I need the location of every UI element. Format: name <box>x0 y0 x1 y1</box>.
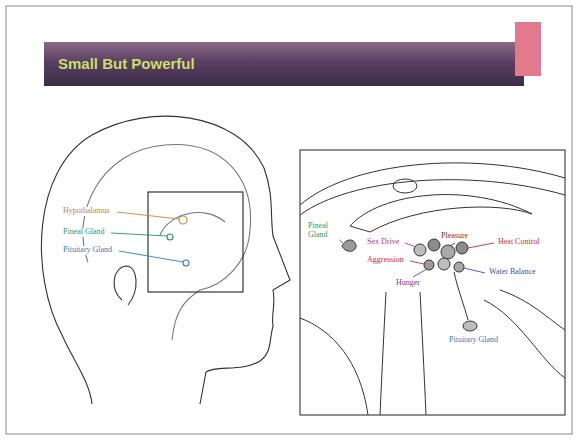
slide-title: Small But Powerful <box>58 55 195 72</box>
corpus-callosum <box>350 195 532 232</box>
nucleus <box>456 242 468 254</box>
part-label: Pleasure <box>440 232 469 241</box>
nucleus <box>428 239 440 251</box>
brain-callosum <box>160 213 225 235</box>
leader-line <box>405 243 416 247</box>
brain-section <box>300 163 565 415</box>
accent-block <box>515 22 541 76</box>
brain-outline <box>83 145 251 340</box>
pituitary-body <box>463 321 477 331</box>
nucleus <box>438 258 450 270</box>
leader-line <box>468 243 494 248</box>
cerebellum-line <box>300 318 368 415</box>
part-label: Pituitary Gland <box>448 336 499 345</box>
ventricle <box>393 179 417 193</box>
neck-outline <box>62 335 92 404</box>
head-drawing <box>41 116 290 404</box>
pineal-mark <box>167 234 173 240</box>
hypothalamus-mark <box>179 216 187 224</box>
ear <box>114 266 136 305</box>
leader-line <box>410 261 424 264</box>
nucleus <box>454 262 464 272</box>
part-label: Hunger <box>395 279 421 288</box>
part-label: Pituitary Gland <box>62 246 113 255</box>
leader-line <box>450 243 455 246</box>
nucleus <box>414 244 426 256</box>
nucleus <box>424 260 434 270</box>
nucleus <box>441 245 455 259</box>
part-label: Pineal Gland <box>62 228 106 237</box>
leader-line <box>117 212 179 219</box>
leader-line <box>413 269 427 277</box>
leader-line <box>464 268 485 273</box>
pineal-body <box>342 240 356 251</box>
cortex-line <box>300 180 565 215</box>
left-leaders <box>111 212 183 262</box>
skull-line <box>500 290 565 330</box>
slide-frame <box>6 6 572 434</box>
part-label: Sex Drive <box>366 238 400 247</box>
head-outline <box>41 116 290 404</box>
zoom-box <box>148 192 243 292</box>
title-band <box>44 42 524 86</box>
pituitary-mark <box>183 260 189 266</box>
part-label: Pineal Gland <box>307 222 339 240</box>
pituitary-stalk <box>454 272 468 320</box>
part-label: Hypothalamus <box>62 207 111 216</box>
cortex-line <box>300 163 565 205</box>
brainstem-line <box>380 292 386 415</box>
leader-line <box>111 233 167 236</box>
part-label: Water Balance <box>488 268 537 277</box>
right-leaders <box>337 238 494 277</box>
part-label: Aggression <box>366 256 404 265</box>
brainstem-line <box>420 292 426 415</box>
part-label: Heat Control <box>497 238 541 247</box>
leader-line <box>119 251 183 262</box>
zoom-panel <box>300 150 565 415</box>
